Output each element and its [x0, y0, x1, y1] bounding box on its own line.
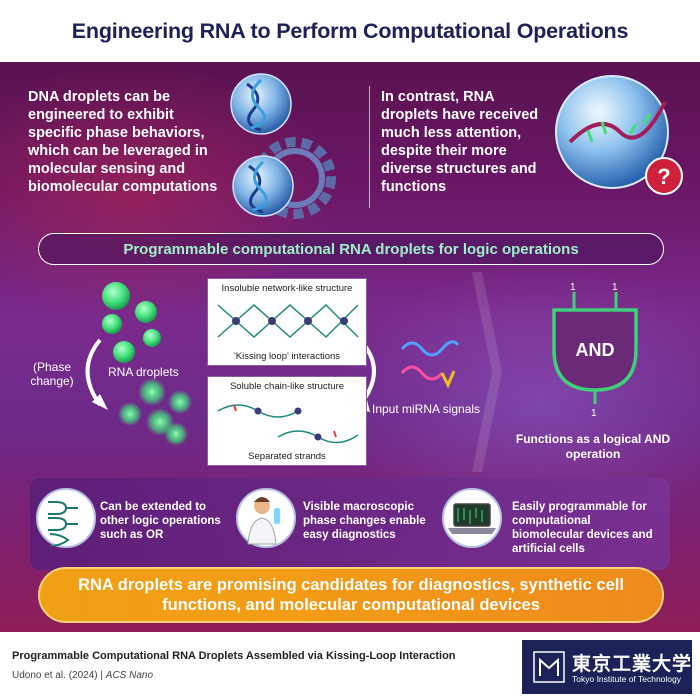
- rna-droplet-icon: ?: [555, 75, 683, 195]
- and-gate-icon: AND 1 1 1: [552, 282, 638, 419]
- dna-droplets-text: DNA droplets can be engineered to exhibi…: [28, 89, 218, 195]
- svg-text:1: 1: [591, 408, 597, 419]
- gate-caption: Functions as a logical AND operation: [515, 432, 671, 461]
- footer: Programmable Computational RNA Droplets …: [0, 632, 700, 700]
- network-structure: [217, 303, 359, 339]
- features-band: [30, 478, 670, 570]
- section-divider: [369, 86, 370, 208]
- question-badge: ?: [645, 157, 683, 195]
- phase-change-label: (Phase change): [30, 360, 74, 388]
- university-emblem-icon: [533, 651, 565, 683]
- feature-icon-circle: [442, 488, 502, 548]
- conclusion-text: RNA droplets are promising candidates fo…: [78, 576, 624, 614]
- feature-icon-circle: [236, 488, 296, 548]
- dna-bubble-icon: [230, 73, 292, 135]
- svg-text:1: 1: [570, 282, 576, 293]
- insoluble-structure-box: Insoluble network-like structure 'Kissin…: [207, 278, 367, 366]
- flow-chevron: [472, 272, 502, 472]
- soluble-title: Soluble chain-like structure: [229, 381, 345, 392]
- logo-japanese: 東京工業大学: [572, 654, 693, 675]
- laptop-icon: [448, 503, 496, 534]
- header: Engineering RNA to Perform Computational…: [0, 0, 700, 62]
- insoluble-title: Insoluble network-like structure: [221, 283, 353, 294]
- kissing-loop-label: 'Kissing loop' interactions: [233, 351, 341, 362]
- input-mirna-label: Input miRNA signals: [372, 402, 481, 416]
- dna-droplet-icons: [230, 73, 336, 219]
- citation-authors: Udono et al. (2024) | ACS Nano: [12, 670, 154, 681]
- dna-bubble-icon: [232, 155, 294, 217]
- feature-text-or: Can be extended to other logic operation…: [100, 501, 221, 541]
- rna-droplets-label: RNA droplets: [108, 365, 179, 379]
- feature-text-programmable: Easily programmable for computational bi…: [512, 501, 653, 555]
- droplet-cluster: [102, 282, 161, 363]
- soluble-structure-box: Soluble chain-like structure Separated s…: [207, 376, 367, 466]
- page-title: Engineering RNA to Perform Computational…: [71, 18, 629, 43]
- svg-text:AND: AND: [576, 340, 615, 360]
- mirna-signals-icon: [400, 340, 460, 389]
- section-title: Programmable computational RNA droplets …: [123, 240, 579, 258]
- university-logo: 東京工業大学 Tokyo Institute of Technology: [522, 640, 692, 694]
- scientist-icon: [247, 497, 280, 545]
- svg-text:1: 1: [612, 282, 618, 293]
- feature-icon-circle: [36, 488, 96, 548]
- rna-droplets-text: In contrast, RNA droplets have received …: [381, 89, 539, 195]
- separated-strands-label: Separated strands: [248, 451, 326, 462]
- logic-gates-icon: [48, 501, 78, 547]
- logo-english: Tokyo Institute of Technology: [572, 674, 681, 684]
- conclusion-banner: RNA droplets are promising candidates fo…: [38, 567, 664, 623]
- section-title-pill: Programmable computational RNA droplets …: [38, 233, 664, 265]
- feature-text-diagnostics: Visible macroscopic phase changes enable…: [303, 501, 426, 541]
- svg-text:?: ?: [657, 164, 670, 189]
- dispersed-droplets: [118, 378, 192, 446]
- citation-title: Programmable Computational RNA Droplets …: [12, 650, 456, 662]
- chain-structure: [217, 404, 359, 444]
